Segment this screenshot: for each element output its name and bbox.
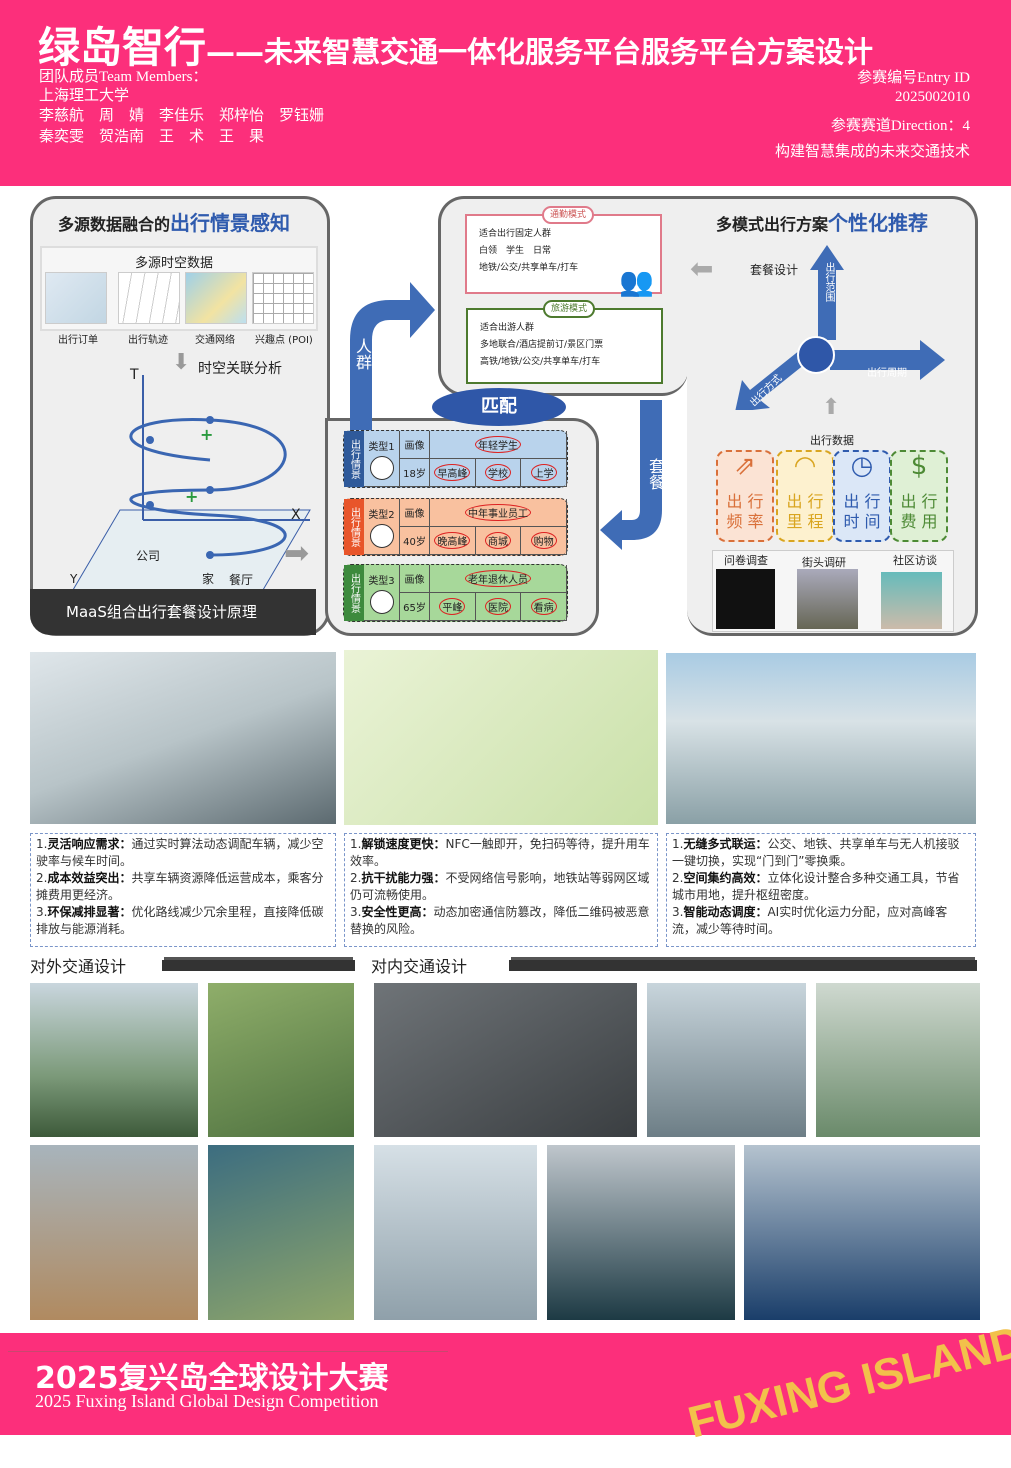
trajectory-thumbnail: [118, 272, 180, 324]
plus-sign: +: [200, 425, 214, 444]
three-axis-diagram: [735, 245, 945, 410]
space-time-diagram: [69, 375, 311, 596]
data-label: 出行数据: [810, 434, 854, 447]
maas-banner: MaaS组合出行套餐设计原理: [30, 589, 316, 635]
entry-label: 参赛编号Entry ID: [857, 70, 970, 86]
bike-station-image: [374, 1145, 537, 1320]
modular-vehicle-image: [374, 983, 637, 1137]
dollar-icon: $: [910, 451, 928, 481]
members-line-2: 秦奕雯 贺浩南 王 术 王 果: [39, 129, 265, 145]
metric-frequency: ⇗出 行频 率: [716, 450, 774, 542]
crowd-arrow: [350, 282, 435, 440]
drone-delivery-image: [208, 983, 354, 1137]
scenario-row: 出行情景 类型1 画像年轻学生 18岁早高峰学校上学: [343, 430, 568, 488]
package-design-label: 套餐设计: [750, 263, 799, 277]
members-line-1: 李慈航 周 婧 李佳乐 郑梓怡 罗钰姗: [39, 108, 325, 124]
x-axis-label: X: [291, 507, 301, 523]
park-path-image: [816, 983, 980, 1137]
helicopter-image: [30, 983, 198, 1137]
axis-range-label: 出行范围: [823, 262, 834, 302]
section-divider: [509, 960, 977, 971]
commute-mode-card: 通勤模式 适合出行固定人群白领 学生 日常地铁/公交/共享单车/打车 👥: [465, 206, 662, 298]
travel-mode-card: 旅游模式 适合出游人群多地联合/酒店提前订/景区门票高铁/地铁/公交/共享单车/…: [466, 300, 663, 384]
street-research-image: [797, 569, 858, 629]
map-plane: [69, 509, 311, 596]
direction-name: 构建智慧集成的未来交通技术: [774, 144, 970, 160]
orders-thumbnail: [45, 272, 107, 324]
network-map-image: [208, 1145, 354, 1320]
footer: 2025复兴岛全球设计大赛 2025 Fuxing Island Global …: [0, 1317, 1011, 1448]
section-inner-title: 对内交通设计: [371, 957, 468, 976]
glowing-road-image: [744, 1145, 980, 1320]
nfc-bike-image: [344, 650, 658, 825]
header: 绿岛智行——未来智慧交通一体化服务平台服务平台方案设计 团队成员Team Mem…: [0, 0, 1011, 186]
package-label: 套餐: [646, 458, 665, 490]
people-icon: 👥: [619, 265, 654, 298]
metric-time: ◷出 行时 间: [833, 450, 891, 542]
avatar: [369, 523, 394, 548]
section-divider: [162, 960, 355, 971]
method-label: 街头调研: [802, 556, 846, 569]
source-label: 兴趣点 (POI): [255, 335, 313, 346]
metric-mileage: ◠出 行里 程: [776, 450, 834, 542]
direction-label: 参赛赛道Direction：4: [830, 118, 970, 134]
community-interview-image: [881, 572, 942, 629]
left-arrow-icon: ⬅: [690, 252, 714, 285]
method-label: 社区访谈: [893, 554, 937, 567]
transit-hub-image: [666, 653, 976, 824]
source-label: 出行订单: [58, 335, 98, 346]
y-axis-label: Y: [70, 572, 78, 586]
avatar: [369, 589, 394, 614]
scenario-row: 出行情景 类型2 画像中年事业员工 40岁晚高峰商城购物: [343, 498, 568, 556]
poi-thumbnail: [252, 272, 314, 324]
avatar: [369, 455, 394, 480]
place-restaurant: 餐厅: [229, 573, 254, 587]
axis-cycle-label: 出行周期: [867, 368, 907, 379]
clock-icon: ◷: [850, 451, 874, 481]
speedometer-icon: ◠: [793, 451, 817, 481]
people-trend-icon: ⇗: [734, 451, 756, 481]
perception-title: 多源数据融合的出行情景感知: [58, 211, 291, 235]
analysis-label: 时空关联分析: [198, 361, 282, 377]
feature-box-nfc: 1.解锁速度更快：NFC一触即开，免扫码等待，提升用车效率。 2.抗干扰能力强：…: [344, 833, 658, 947]
recommend-title: 多模式出行方案个性化推荐: [716, 211, 929, 235]
survey-image: [716, 569, 775, 629]
place-home: 家: [202, 572, 215, 586]
school: 上海理工大学: [39, 88, 130, 104]
metric-cost: $出 行费 用: [890, 450, 948, 542]
network-thumbnail: [185, 272, 247, 324]
feature-box-outer: 1.灵活响应需求：通过实时算法动态调配车辆，减少空驶率与候车时间。 2.成本效益…: [30, 833, 336, 947]
up-arrow-icon: ⬆: [822, 395, 841, 420]
t-axis-label: T: [130, 367, 139, 383]
place-company: 公司: [136, 549, 161, 563]
package-arrow: [600, 400, 662, 550]
source-label: 交通网络: [195, 335, 235, 346]
mode-tag: 通勤模式: [542, 206, 595, 224]
plus-sign: +: [185, 487, 199, 506]
method-label: 问卷调查: [724, 554, 768, 567]
logistics-image: [30, 1145, 198, 1320]
down-arrow-icon: ⬇: [172, 350, 191, 375]
data-sources-title: 多源时空数据: [135, 256, 214, 271]
team-label: 团队成员Team Members：: [39, 69, 208, 85]
right-arrow-icon: ➡: [284, 536, 310, 571]
entry-id: 2025002010: [895, 89, 970, 105]
feature-box-hub: 1.无缝多式联运：公交、地铁、共享单车与无人机接驳一键切换，实现“门到门”零换乘…: [666, 833, 976, 947]
section-outer-title: 对外交通设计: [30, 957, 127, 976]
mode-tag: 旅游模式: [543, 300, 596, 318]
crowd-label: 人群: [353, 338, 372, 370]
fuxing-island-logo: FUXING ISLAND: [683, 1317, 1011, 1448]
autonomous-bus-image: [30, 652, 336, 824]
match-badge: 匹配: [432, 388, 566, 426]
source-label: 出行轨迹: [128, 335, 168, 346]
competition-en: 2025 Fuxing Island Global Design Competi…: [35, 1391, 379, 1411]
scenario-row: 出行情景 类型3 画像老年退休人员 65岁平峰医院看病: [343, 564, 568, 622]
poster-title: 绿岛智行——未来智慧交通一体化服务平台服务平台方案设计: [38, 23, 874, 72]
competition-cn: 2025复兴岛全球设计大赛: [35, 1361, 389, 1396]
cycling-lane-image: [547, 1145, 735, 1320]
smart-ebike-image: [647, 983, 806, 1137]
